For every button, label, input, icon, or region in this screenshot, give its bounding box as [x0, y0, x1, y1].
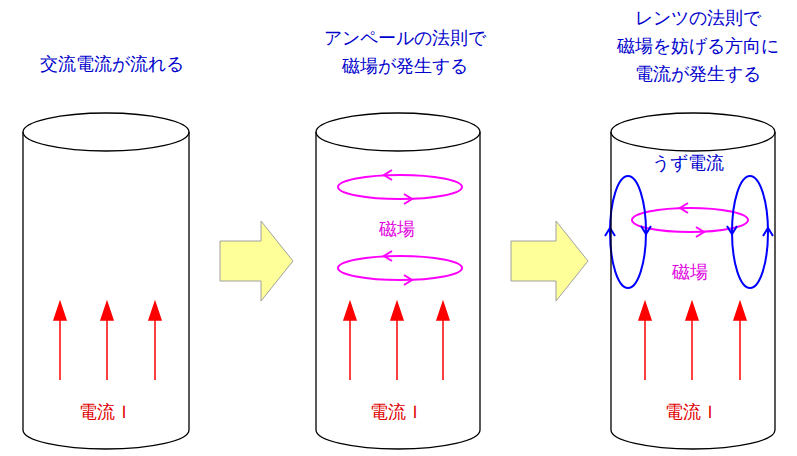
cylinder-conductor: レンツの法則で 磁場を妨げる方向に 電流が発生するうず電流磁場電流Ｉ: [610, 112, 776, 450]
step-heading: レンツの法則で 磁場を妨げる方向に 電流が発生する: [598, 4, 797, 88]
cylinder-outline: [611, 132, 775, 449]
cylinder-outline: [22, 112, 190, 450]
current-label: 電流Ｉ: [79, 398, 133, 426]
eddy-current-loops: [605, 176, 773, 288]
current-label: 電流Ｉ: [665, 398, 719, 426]
cylinder-outline: [316, 113, 480, 151]
current-arrows: [54, 302, 746, 380]
step-heading: アンペールの法則で 磁場が発生する: [305, 24, 505, 80]
cylinder-outline: [23, 132, 189, 449]
cylinder-outline: [23, 113, 189, 151]
cylinder-outline: [316, 132, 480, 449]
magnetic-field-loops: [338, 170, 748, 285]
eddy-label: うず電流: [652, 149, 724, 177]
cylinder-conductor: アンペールの法則で 磁場が発生する磁場電流Ｉ: [315, 112, 481, 450]
block-arrow: [220, 221, 293, 301]
cylinder-outline: [611, 113, 775, 151]
block-arrow: [511, 221, 588, 301]
field-label: 磁場: [672, 258, 708, 286]
block-arrow: [511, 221, 588, 301]
cylinder-outline: [315, 112, 481, 450]
field-label: 磁場: [379, 215, 415, 243]
step-heading: 交流電流が流れる: [12, 50, 212, 78]
current-label: 電流Ｉ: [370, 398, 424, 426]
block-arrow: [220, 221, 293, 301]
cylinder-conductor: 交流電流が流れる電流Ｉ: [22, 112, 190, 450]
